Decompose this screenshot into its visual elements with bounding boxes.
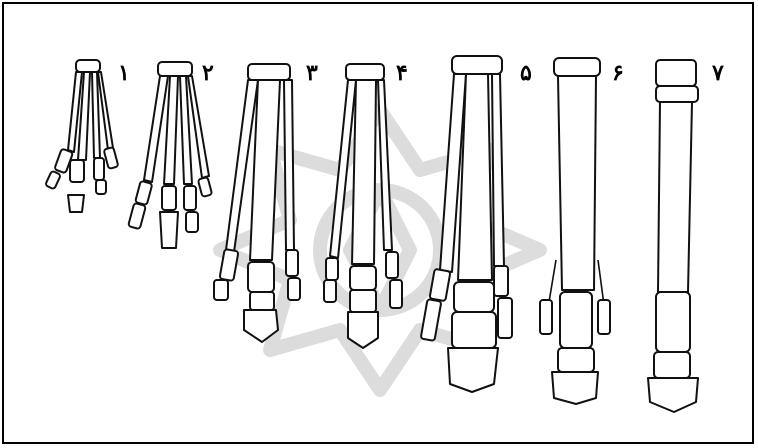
label-5: ۵ <box>520 60 532 86</box>
foot-1 <box>45 60 118 212</box>
foot-2 <box>128 62 212 248</box>
label-1: ١ <box>118 60 130 86</box>
label-3: ٣ <box>306 60 318 86</box>
foot-6 <box>540 58 610 404</box>
label-7: ٧ <box>711 60 724 86</box>
foot-4 <box>324 64 402 348</box>
foot-7 <box>648 60 698 412</box>
label-6: ۶ <box>612 60 624 86</box>
label-2: ٢ <box>202 60 214 86</box>
label-4: ۴ <box>396 60 408 86</box>
